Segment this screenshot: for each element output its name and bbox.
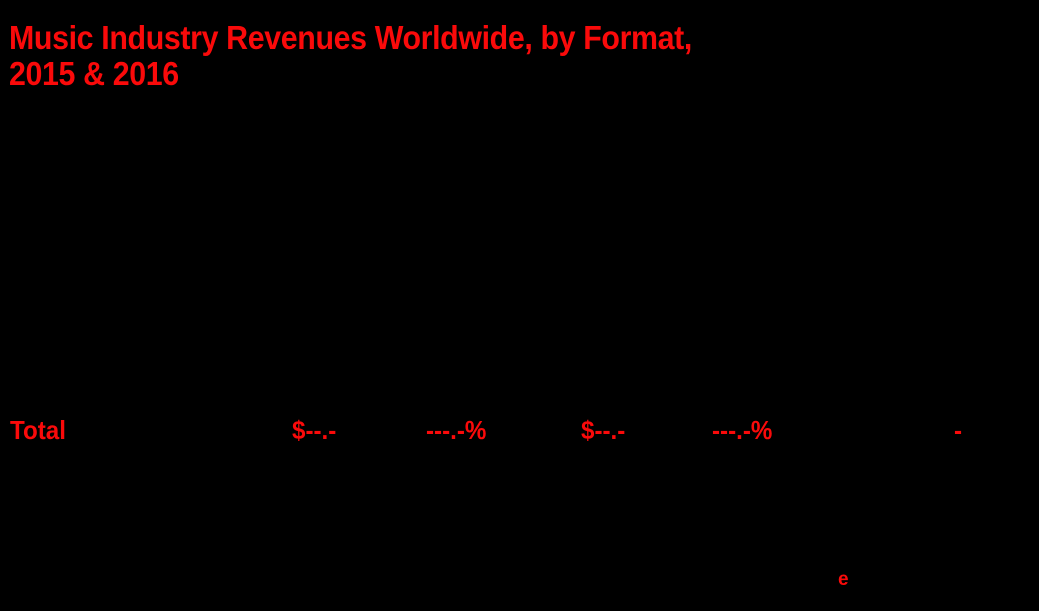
cell-share-2016: ---.-% bbox=[712, 415, 773, 445]
cell-revenue-2016: $--.- bbox=[581, 415, 626, 445]
redacted-table-rows-region bbox=[0, 451, 1039, 561]
cell-share-2015: ---.-% bbox=[426, 415, 487, 445]
total-row-label: Total bbox=[10, 415, 66, 445]
table-row-total: Total $--.- ---.-% $--.- ---.-% - bbox=[0, 409, 1039, 451]
cell-percent-change: - bbox=[954, 415, 963, 445]
page-title: Music Industry Revenues Worldwide, by Fo… bbox=[9, 19, 692, 92]
cell-revenue-2015: $--.- bbox=[292, 415, 337, 445]
footnote-marker: e bbox=[838, 569, 849, 590]
redacted-table-header-region bbox=[0, 110, 1039, 409]
